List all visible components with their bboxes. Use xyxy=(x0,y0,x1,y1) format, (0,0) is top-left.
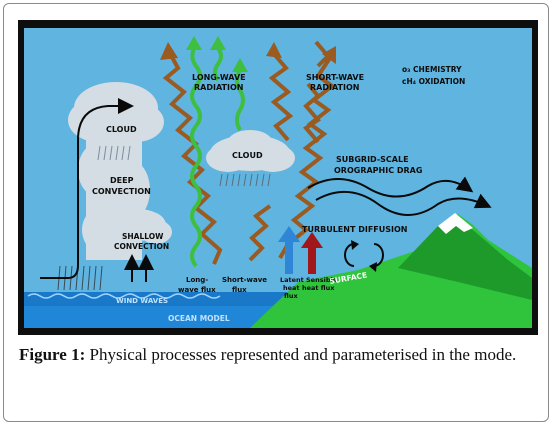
label-sensible-heat-2: heat flux xyxy=(302,284,335,292)
latent-heat-arrow xyxy=(278,226,300,274)
shallow-convection-cloud xyxy=(107,209,172,244)
label-short-wave-flux-1: Short-wave xyxy=(222,276,267,284)
turbulent-swirl-left xyxy=(344,243,355,267)
shortwave-arrow-left-down xyxy=(162,49,223,265)
longwave-arrow-middle-head xyxy=(210,36,226,50)
deep-convection-arrow xyxy=(40,98,134,279)
label-deep-convection-2: CONVECTION xyxy=(92,187,151,196)
shortwave-arrow-left-head xyxy=(160,42,178,60)
deep-convection-rain xyxy=(97,145,131,161)
figure-caption: Figure 1: Physical processes represented… xyxy=(19,343,535,366)
sensible-heat-arrow xyxy=(301,232,323,274)
label-chemistry: o₃ CHEMISTRY xyxy=(402,65,462,74)
label-short-wave-radiation-1: SHORT-WAVE xyxy=(306,73,364,82)
label-deep-convection-1: DEEP xyxy=(110,176,134,185)
longwave-arrow-left xyxy=(190,47,202,268)
label-orographic-drag: OROGRAPHIC DRAG xyxy=(334,166,422,175)
label-shallow-convection-1: SHALLOW xyxy=(122,232,164,241)
wind-waves xyxy=(27,293,221,299)
mountain xyxy=(398,216,532,300)
shortwave-reflect-right xyxy=(303,82,321,144)
label-latent-heat-3: flux xyxy=(284,292,298,300)
shortwave-upper-right xyxy=(314,40,331,68)
label-short-wave-flux-2: flux xyxy=(232,286,247,294)
label-shallow-convection-2: CONVECTION xyxy=(114,242,169,251)
ocean-model-strip xyxy=(24,306,304,328)
label-long-wave-radiation-1: LONG-WAVE xyxy=(192,73,246,82)
label-long-wave-flux-2: wave flux xyxy=(178,286,216,294)
orographic-drag-arrow-2 xyxy=(315,190,492,216)
label-long-wave-radiation-2: RADIATION xyxy=(194,83,243,92)
label-ocean-model: OCEAN MODEL xyxy=(168,314,230,323)
label-subgrid-scale: SUBGRID-SCALE xyxy=(336,155,409,164)
longwave-arrow-cloud xyxy=(235,68,245,132)
label-sensible-heat-1: Sensible xyxy=(306,276,338,284)
mountain-snowcap xyxy=(438,213,473,234)
label-oxidation: cH₄ OXIDATION xyxy=(402,77,465,86)
shortwave-surface-up xyxy=(248,204,272,262)
label-latent-heat-1: Latent xyxy=(280,276,304,284)
label-turbulent-diffusion: TURBULENT DIFFUSION xyxy=(302,225,407,234)
caption-prefix: Figure 1: xyxy=(19,345,86,364)
label-long-wave-flux-1: Long- xyxy=(186,276,208,284)
physical-processes-diagram: LONG-WAVE RADIATION SHORT-WAVE RADIATION… xyxy=(18,20,538,335)
longwave-arrow-cloud-head xyxy=(232,58,248,72)
label-latent-heat-2: heat xyxy=(283,284,300,292)
orographic-drag-arrow-1 xyxy=(307,176,474,198)
label-wind-waves: WIND WAVES xyxy=(116,297,168,305)
center-cloud-rain xyxy=(219,173,271,187)
turbulent-swirl-left-head xyxy=(351,240,359,250)
shortwave-reflect-head xyxy=(266,42,282,58)
turbulent-swirl-right-head xyxy=(369,262,377,272)
label-cloud-left: CLOUD xyxy=(106,125,137,134)
caption-text: Physical processes represented and param… xyxy=(85,345,517,364)
label-cloud-center: CLOUD xyxy=(232,151,263,160)
turbulent-swirl-right xyxy=(373,243,384,267)
longwave-arrow-middle xyxy=(213,46,223,82)
longwave-arrow-left-head xyxy=(186,36,202,50)
label-short-wave-radiation-2: RADIATION xyxy=(310,83,359,92)
center-cloud xyxy=(206,130,295,172)
shortwave-reflect-up xyxy=(268,52,294,142)
